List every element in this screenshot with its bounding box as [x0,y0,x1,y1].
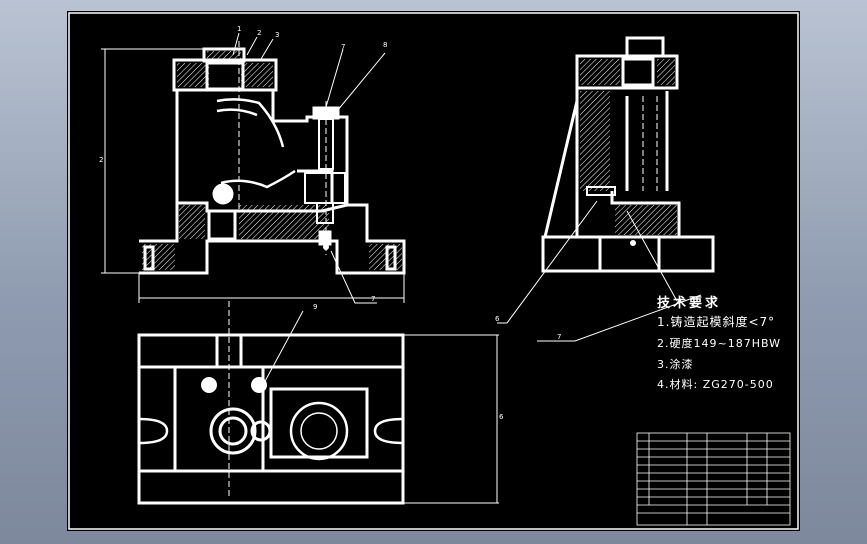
callout-label: 1 [237,25,242,33]
callout-label: 6 [495,315,500,323]
title-block [636,432,791,526]
tech-requirements-title: 技术要求 [657,296,722,311]
tech-requirement-2: 2.硬度149~187HBW [657,337,782,350]
callout-label: 7 [371,295,376,303]
tech-requirement-4: 4.材料: ZG270-500 [657,378,774,391]
side-view [497,36,715,342]
callout-label: 9 [313,303,318,311]
callout-label: 7 [557,333,562,341]
cad-drawing [68,12,799,530]
callout-label: 2 [99,156,104,164]
callout-label: 3 [275,31,280,39]
callout-label: 6 [499,413,504,421]
callout-label: 2 [257,29,262,37]
tech-requirement-1: 1.铸造起模斜度<7° [657,315,776,329]
front-view [101,32,406,304]
callout-label: 8 [383,41,388,49]
sheet-border [68,12,799,530]
callout-label: 7 [341,43,346,51]
top-view [137,301,499,505]
drawing-sheet: 技术要求 1.铸造起模斜度<7° 2.硬度149~187HBW 3.涂漆 4.材… [67,11,800,531]
tech-requirement-3: 3.涂漆 [657,358,694,371]
